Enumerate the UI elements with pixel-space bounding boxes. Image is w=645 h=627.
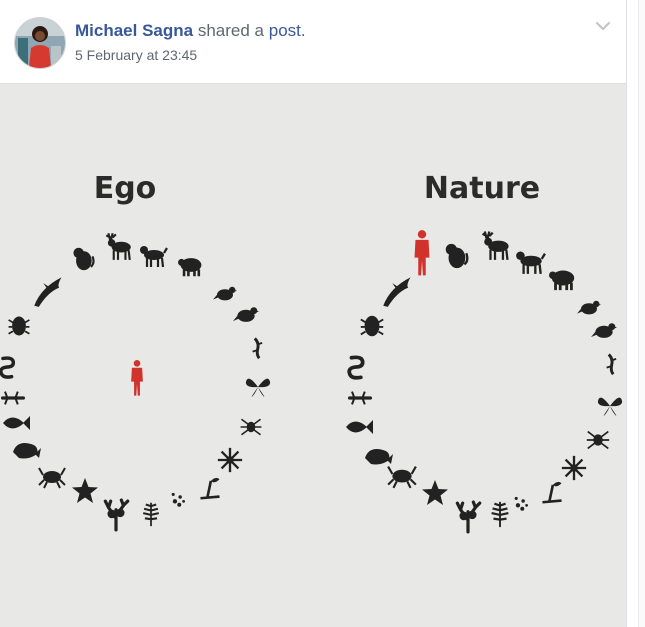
photo-background [0, 84, 626, 627]
right-column-edge [638, 0, 645, 627]
ego-caption: Ego [94, 171, 157, 206]
post-link[interactable]: post. [268, 21, 306, 40]
post-photo[interactable]: Ego Nature [0, 84, 626, 627]
post-author-line: Michael Sagna shared a post. [75, 21, 306, 41]
post-header: Michael Sagna shared a post. 5 February … [0, 0, 626, 84]
avatar[interactable] [14, 17, 66, 69]
shared-text: shared a [197, 21, 265, 40]
feed-post-card: Michael Sagna shared a post. 5 February … [0, 0, 627, 627]
author-name-link[interactable]: Michael Sagna [75, 21, 194, 40]
avatar-image [15, 18, 65, 68]
ego-nature-illustration: Ego Nature [0, 84, 626, 627]
post-timestamp[interactable]: 5 February at 23:45 [75, 47, 198, 63]
chevron-down-icon[interactable] [594, 20, 612, 32]
nature-caption: Nature [424, 171, 540, 206]
